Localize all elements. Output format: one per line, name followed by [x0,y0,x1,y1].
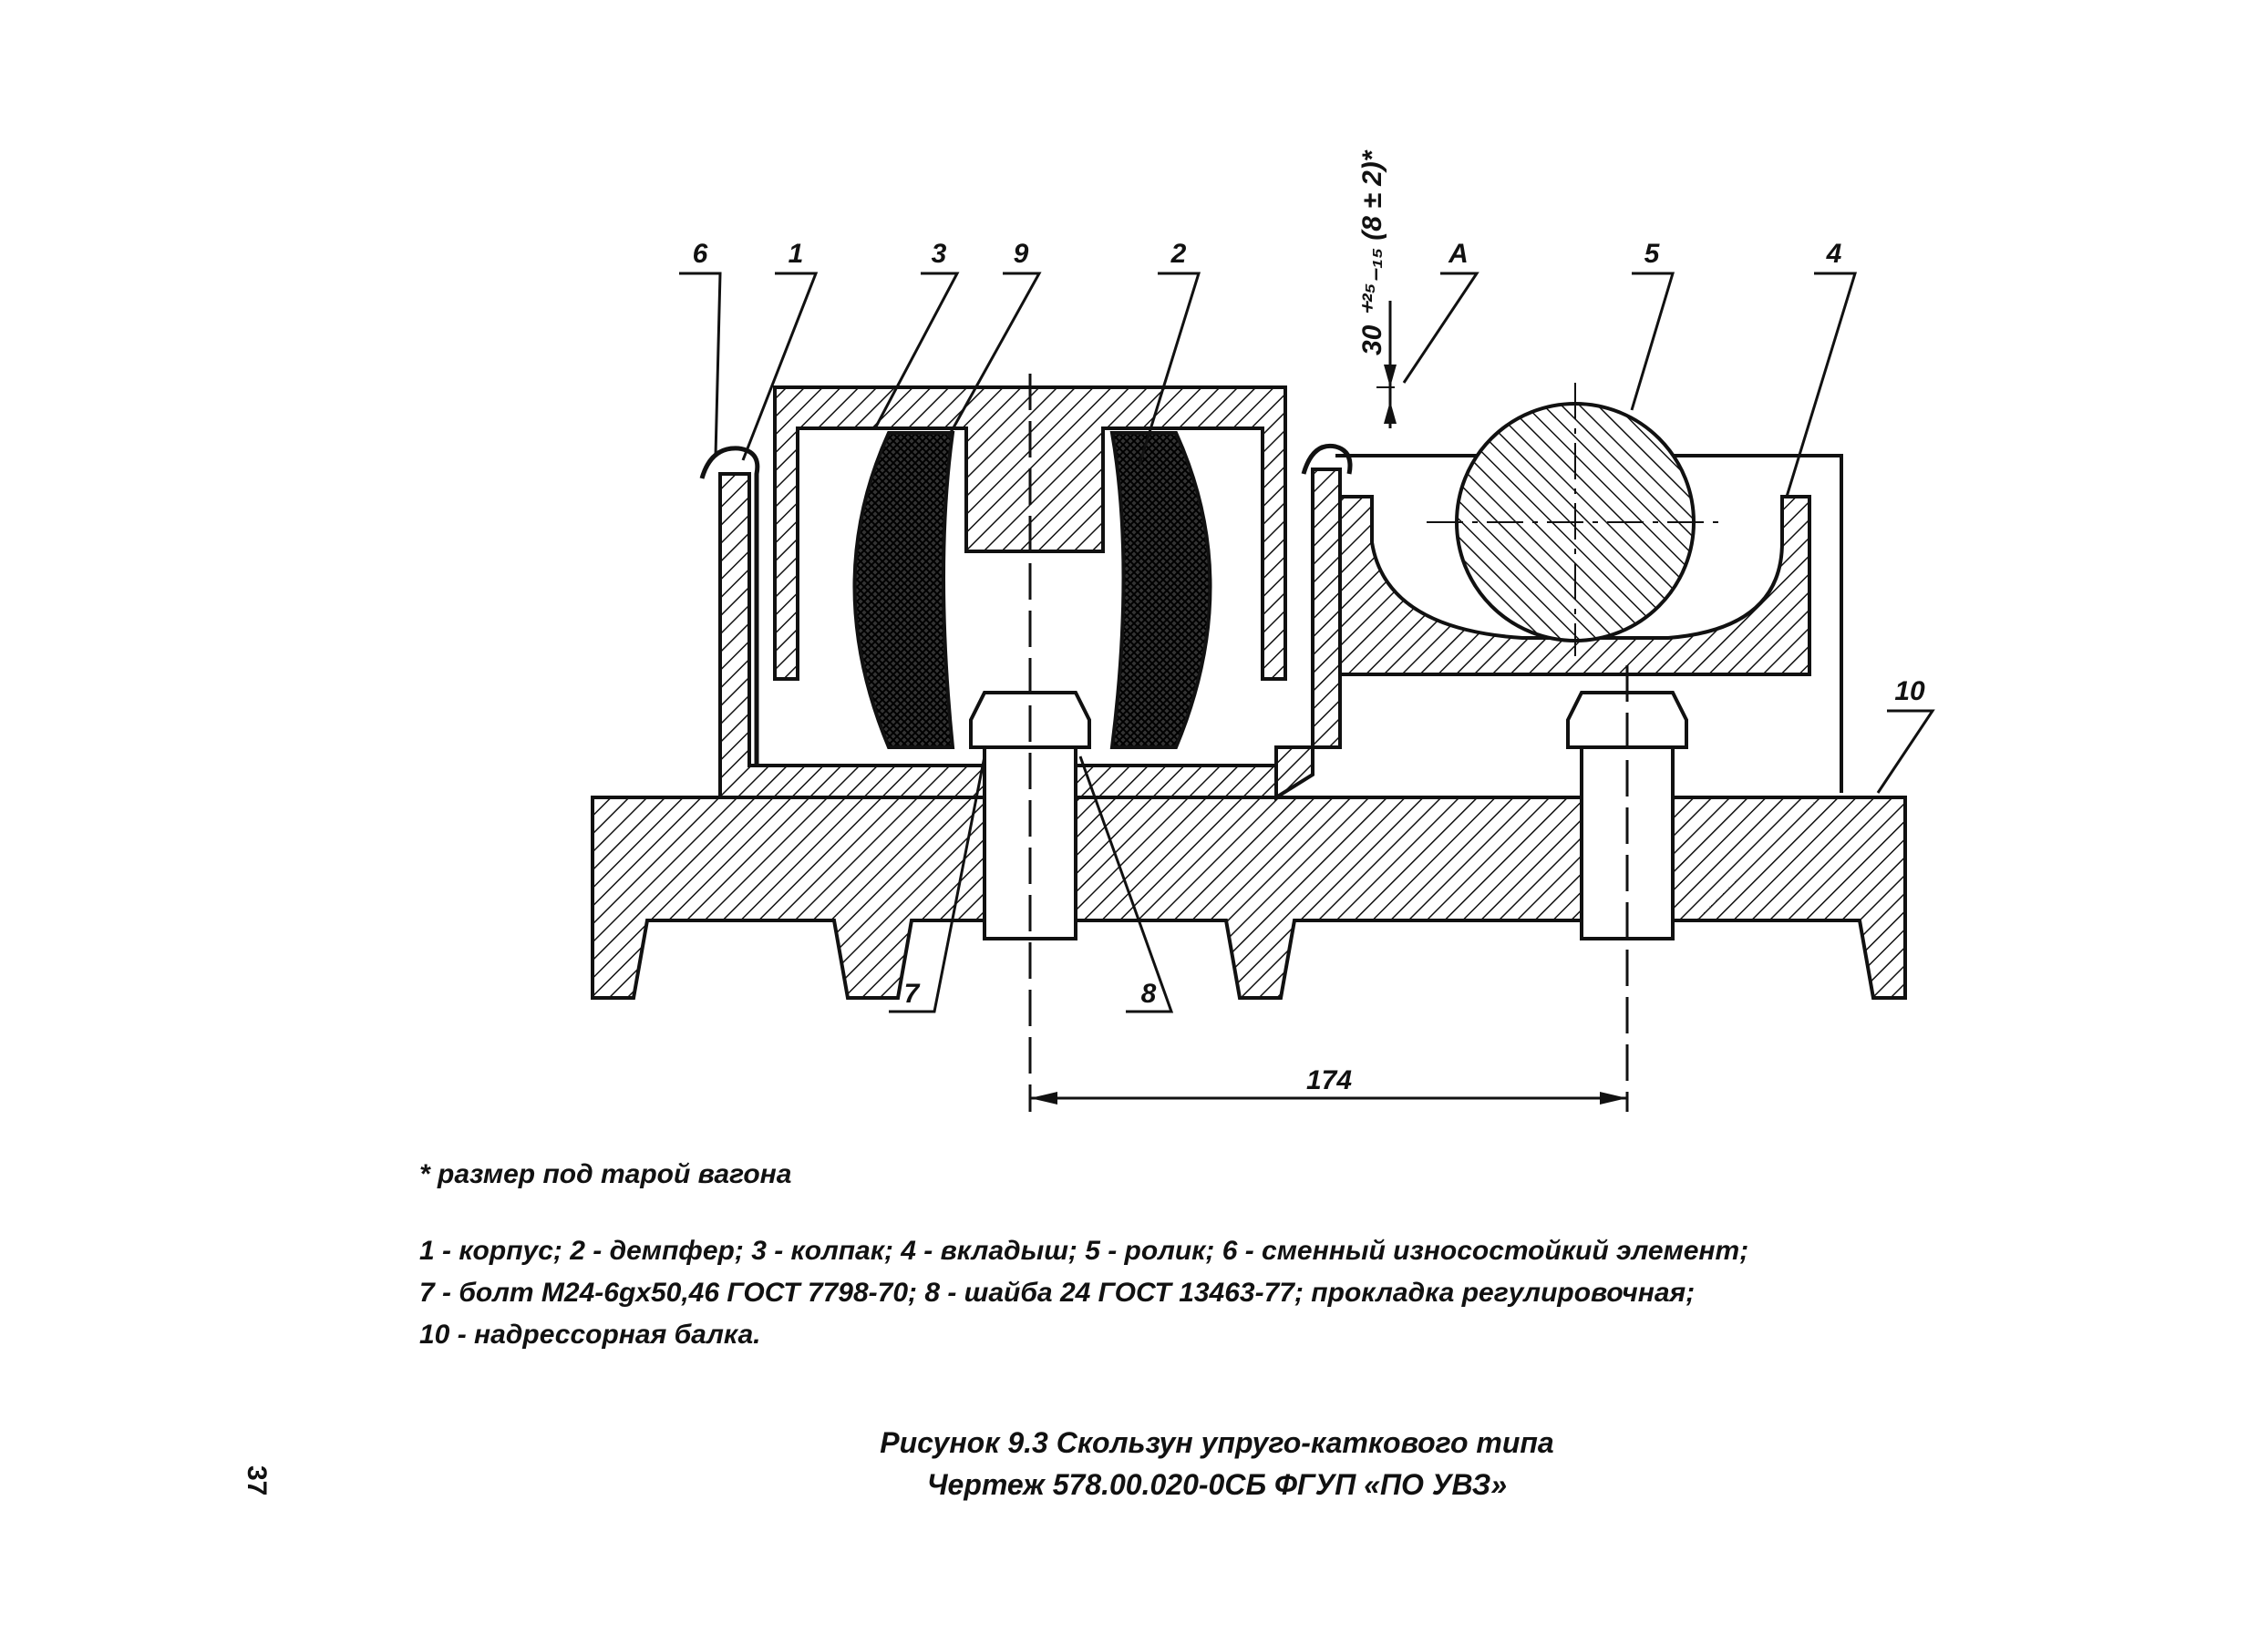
dimension-height: 30 ⁺²⁵₋₁₅ (8 ± 2)* [1357,149,1397,428]
label-9: 9 [1014,239,1029,269]
label-1: 1 [789,239,804,269]
body-inner-wall [1274,468,1342,801]
leader-labels [679,272,1935,1013]
dim-height-label: 30 ⁺²⁵₋₁₅ (8 ± 2)* [1357,149,1387,355]
label-6: 6 [693,239,708,269]
dim-174-label: 174 [1306,1065,1352,1095]
label-8: 8 [1141,979,1157,1009]
label-3: 3 [932,239,947,269]
caption-line-1: Рисунок 9.3 Скользун упруго-каткового ти… [880,1426,1554,1459]
legend-line: 10 - надрессорная балка. [419,1320,761,1350]
footnote: * размер под тарой вагона [419,1159,792,1189]
legend-line: 7 - болт М24-6gx50,46 ГОСТ 7798-70; 8 - … [419,1278,1696,1308]
bolster-beam [591,796,1907,1000]
caption-line-2: Чертеж 578.00.020-0СБ ФГУП «ПО УВЗ» [926,1468,1508,1501]
label-a: A [1448,239,1469,269]
label-2: 2 [1170,239,1187,269]
label-4: 4 [1826,239,1842,269]
damper-right [1109,431,1212,749]
damper-left [852,431,955,749]
parts-legend: 1 - корпус; 2 - демпфер; 3 - колпак; 4 -… [419,1230,1748,1356]
insert [1338,495,1811,676]
legend-line: 1 - корпус; 2 - демпфер; 3 - колпак; 4 -… [419,1236,1749,1266]
figure-caption: Рисунок 9.3 Скользун упруго-каткового ти… [875,1422,1559,1506]
dimension-174: 174 [1030,1065,1627,1105]
label-10: 10 [1894,676,1925,706]
label-7: 7 [904,979,921,1009]
wear-element [699,446,760,766]
slider-drawing: 174 30 ⁺²⁵₋₁₅ (8 ± 2)* 6 1 3 9 2 A 5 4 1… [591,149,1935,1112]
label-5: 5 [1644,239,1661,269]
page-number: 37 [242,1465,272,1496]
